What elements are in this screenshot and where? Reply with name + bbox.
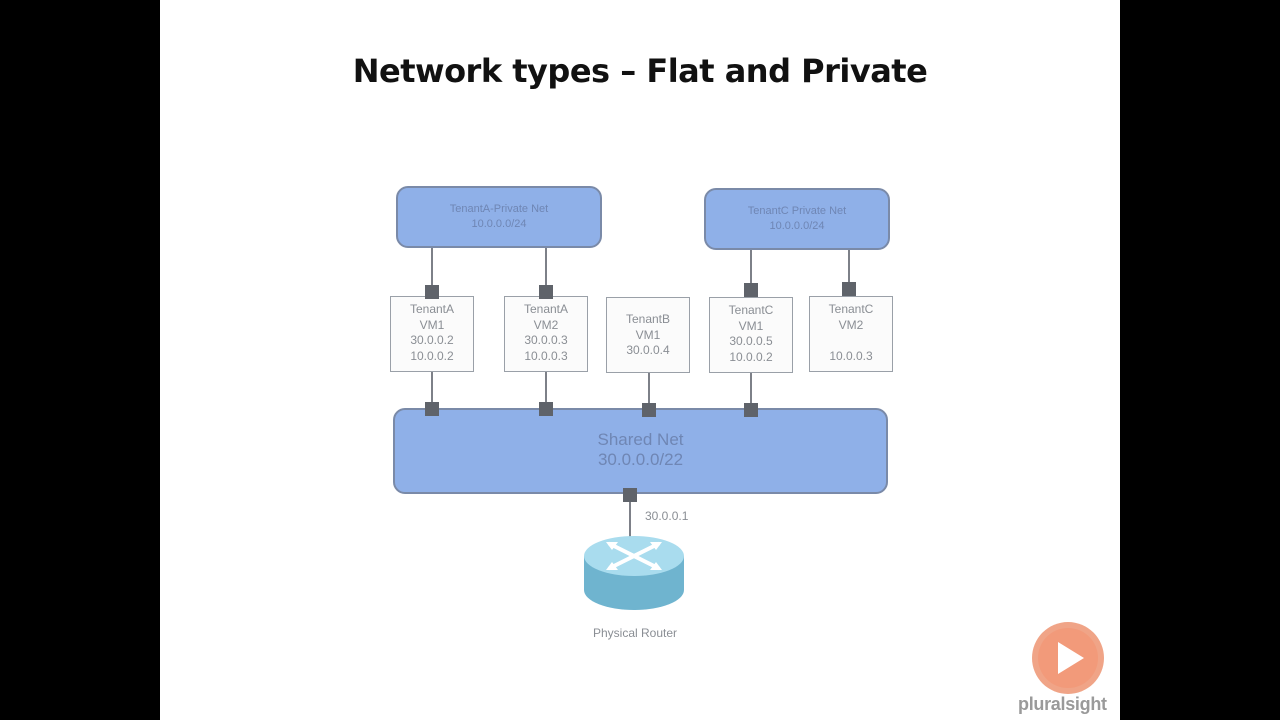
slide-title: Network types – Flat and Private	[352, 52, 928, 90]
vm-name: VM1	[738, 318, 764, 333]
network-shared: Shared Net 30.0.0.0/22	[393, 408, 888, 494]
port-tenantA-vm1-private	[425, 285, 439, 299]
vm-name: VM1	[419, 317, 445, 332]
network-cidr: 10.0.0.0/24	[471, 218, 527, 230]
port-router-shared	[623, 488, 637, 502]
vm-ip-shared: 30.0.0.4	[626, 343, 670, 357]
network-name: Shared Net	[597, 430, 684, 449]
vm-ip-shared: 30.0.0.3	[524, 333, 568, 347]
vm-tenant: TenantC	[728, 303, 774, 317]
port-tenantA-vm2-private	[539, 285, 553, 299]
network-name: TenantA-Private Net	[449, 203, 549, 215]
link-tenantB-vm1-shared	[648, 372, 650, 410]
vm-box-tenantB-vm1: TenantB VM1 30.0.0.4	[606, 297, 690, 373]
vm-box-tenantC-vm2: TenantC VM2 10.0.0.3	[809, 296, 893, 372]
vm-ip-private: 10.0.0.2	[410, 348, 454, 363]
vm-name: VM2	[838, 317, 864, 332]
port-tenantC-vm1-shared	[744, 403, 758, 417]
vm-ip-shared: 30.0.0.5	[729, 334, 773, 348]
link-tenantA-vm1-shared	[431, 370, 433, 410]
slide: Network types – Flat and Private TenantA…	[160, 0, 1120, 720]
vm-ip-private: 10.0.0.3	[829, 348, 873, 363]
port-tenantC-vm2-private	[842, 282, 856, 296]
gateway-ip-label: 30.0.0.1	[645, 509, 689, 523]
vm-tenant: TenantC	[828, 302, 874, 316]
network-tenantA-private: TenantA-Private Net 10.0.0.0/24	[396, 186, 602, 248]
port-tenantB-vm1-shared	[642, 403, 656, 417]
network-cidr: 10.0.0.0/24	[769, 220, 825, 232]
router-icon	[584, 536, 684, 610]
vm-tenant: TenantA	[409, 302, 455, 316]
link-tenantA-vm2-shared	[545, 370, 547, 410]
vm-ip-private: 10.0.0.2	[729, 349, 773, 364]
network-tenantC-private: TenantC Private Net 10.0.0.0/24	[704, 188, 890, 250]
network-cidr: 30.0.0.0/22	[597, 450, 684, 469]
router-label: Physical Router	[592, 626, 678, 640]
vm-box-tenantA-vm1: TenantA VM1 30.0.0.2 10.0.0.2	[390, 296, 474, 372]
vm-box-tenantC-vm1: TenantC VM1 30.0.0.5 10.0.0.2	[709, 297, 793, 373]
vm-box-tenantA-vm2: TenantA VM2 30.0.0.3 10.0.0.3	[504, 296, 588, 372]
port-tenantA-vm2-shared	[539, 402, 553, 416]
port-tenantA-vm1-shared	[425, 402, 439, 416]
vm-name: VM2	[533, 317, 559, 332]
vm-ip-private: 10.0.0.3	[524, 348, 568, 363]
link-tenantA-vm2-private	[545, 247, 547, 297]
vm-ip-shared: 30.0.0.2	[410, 333, 454, 347]
link-tenantC-vm2-private	[848, 249, 850, 297]
network-name: TenantC Private Net	[747, 205, 847, 217]
link-tenantC-vm1-private	[750, 249, 752, 297]
vm-ip-shared	[810, 333, 892, 349]
play-icon	[1032, 622, 1104, 694]
port-tenantC-vm1-private	[744, 283, 758, 297]
vm-tenant: TenantA	[523, 302, 569, 316]
link-tenantA-vm1-private	[431, 247, 433, 297]
pluralsight-logo-text: pluralsight	[1018, 694, 1107, 714]
vm-name: VM1	[635, 327, 661, 342]
vm-tenant: TenantB	[625, 312, 671, 326]
link-router-shared	[629, 493, 631, 538]
link-tenantC-vm1-shared	[750, 372, 752, 410]
